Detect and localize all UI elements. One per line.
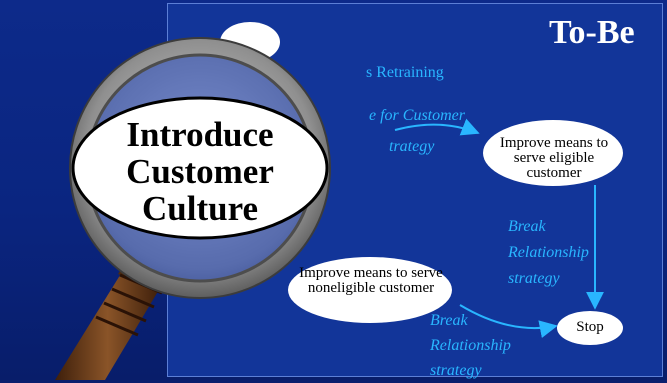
magnifier-text: Introduce Customer Culture <box>95 116 305 227</box>
connector-customer-to-eligible <box>394 118 480 136</box>
node-stop-label: Stop <box>576 319 604 335</box>
node-noneligible <box>288 257 452 323</box>
node-eligible-label: Improve means to serve eligible customer <box>499 135 609 181</box>
connector-noneligible-to-stop <box>459 304 558 338</box>
edge-label-break-right-line3: strategy <box>508 270 560 287</box>
diagram-title: To-Be <box>549 14 635 51</box>
partial-label-customer: e for Customer <box>369 107 465 124</box>
partial-label-retraining: s Retraining <box>366 64 444 81</box>
node-noneligible-label: Improve means to serve noneligible custo… <box>299 265 443 296</box>
node-stop <box>557 311 623 345</box>
edge-label-break-bottom: Break Relationship strategy <box>430 308 511 383</box>
edge-label-break-bottom-line3: strategy <box>430 362 482 379</box>
edge-label-break-bottom-line2: Relationship <box>430 337 511 354</box>
edge-label-break-right-line2: Relationship <box>508 244 589 261</box>
magnifier-text-line1: Introduce <box>126 115 274 154</box>
magnifying-glass-icon <box>69 37 331 299</box>
edge-label-break-bottom-line1: Break <box>430 312 468 329</box>
partial-label-strategy: trategy <box>389 138 435 155</box>
edge-label-break-right-line1: Break <box>508 218 546 235</box>
magnifier-text-line3: Culture <box>141 189 259 228</box>
node-eligible <box>483 120 623 186</box>
edge-label-break-right: Break Relationship strategy <box>508 214 589 292</box>
magnifier-text-line2: Customer <box>126 152 274 191</box>
